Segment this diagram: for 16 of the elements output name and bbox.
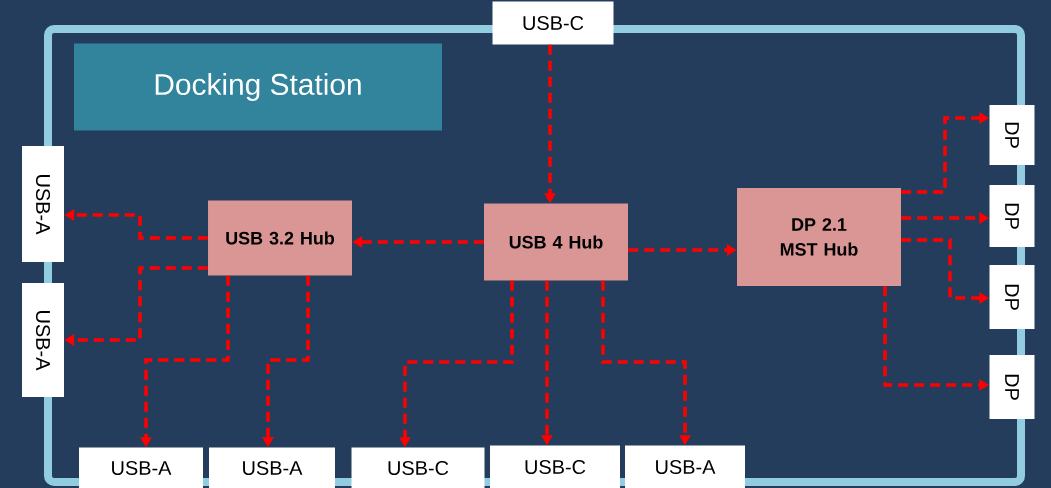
hub-box: DP 2.1 MST Hub <box>737 188 901 286</box>
port-box: USB-A <box>79 447 203 488</box>
port-box: USB-A <box>209 447 335 488</box>
port-box: DP <box>989 185 1035 247</box>
port-box: USB-C <box>492 1 614 45</box>
port-box: USB-A <box>22 146 64 262</box>
hub-box: USB 3.2 Hub <box>208 200 352 276</box>
port-box: USB-C <box>351 447 485 488</box>
hub-box: USB 4 Hub <box>484 203 628 281</box>
title-box: Docking Station <box>74 43 442 131</box>
port-box: USB-C <box>490 445 620 488</box>
port-box: USB-A <box>625 445 745 488</box>
port-box: DP <box>989 355 1035 419</box>
port-box: DP <box>989 105 1035 165</box>
port-box: DP <box>989 265 1035 329</box>
port-box: USB-A <box>22 283 64 397</box>
